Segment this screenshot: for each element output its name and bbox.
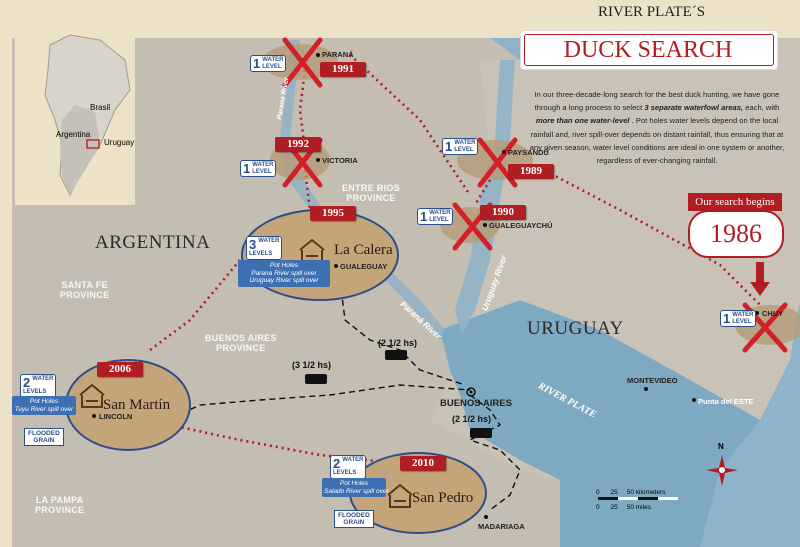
province-santa-fe: SANTA FE PROVINCE bbox=[60, 280, 110, 300]
city-victoria: VICTORIA bbox=[322, 156, 358, 165]
badge-number: 1 bbox=[253, 56, 261, 71]
lodge-la-calera-name: La Calera bbox=[334, 242, 393, 258]
scale-km-25: 25 bbox=[610, 489, 618, 496]
arrow-down-icon bbox=[750, 282, 770, 296]
year-2006: 2006 bbox=[97, 362, 143, 377]
uruguay-river bbox=[455, 60, 515, 335]
lodge-san-martin-name: San Martín bbox=[103, 397, 171, 413]
intro-part-3: . Pot holes water levels depend on the l… bbox=[529, 116, 785, 166]
intro-text: In our three-decade-long search for the … bbox=[528, 88, 786, 167]
la-calera-levels-label: WATER LEVELS bbox=[249, 238, 280, 257]
travel-time-la-calera: (2 1/2 hs) bbox=[378, 338, 418, 348]
city-gualeguaychu: GUALEGUAYCHÚ bbox=[489, 221, 553, 230]
san-martin-levels-label: WATER LEVELS bbox=[23, 376, 54, 395]
city-punta-del-este: Punta del ESTE bbox=[698, 397, 754, 406]
la-calera-detail: Pot Holes Parana River spill over Urugua… bbox=[238, 260, 330, 287]
intro-emphasis-1: 3 separate waterfowl areas, bbox=[644, 103, 744, 113]
badge-label: WATER LEVEL bbox=[252, 162, 274, 175]
city-dots bbox=[92, 53, 759, 519]
city-lincoln: LINCOLN bbox=[99, 412, 133, 421]
inset-label-brasil: Brasil bbox=[90, 103, 111, 112]
province-la-pampa: LA PAMPA PROVINCE bbox=[35, 495, 85, 515]
intro-part-2: each, with bbox=[743, 103, 780, 113]
city-parana: PARANÁ bbox=[322, 50, 354, 59]
scale-km-50: 50 kilometers bbox=[626, 489, 666, 496]
badge-label: WATER LEVEL bbox=[732, 312, 754, 325]
inset-label-argentina: Argentina bbox=[56, 130, 91, 139]
route-san-martin bbox=[144, 384, 471, 431]
year-1990: 1990 bbox=[480, 205, 526, 220]
scale-mi-0: 0 bbox=[596, 504, 600, 511]
san-pedro-levels-label: WATER LEVELS bbox=[333, 457, 364, 476]
year-1992: 1992 bbox=[275, 137, 321, 152]
year-1991: 1991 bbox=[320, 62, 366, 77]
title-box bbox=[520, 30, 778, 70]
year-2010: 2010 bbox=[400, 456, 446, 471]
badge-number: 1 bbox=[445, 139, 453, 154]
city-madariaga: MADARIAGA bbox=[478, 522, 525, 531]
badge-number: 1 bbox=[723, 311, 731, 326]
province-buenos-aires: BUENOS AIRES PROVINCE bbox=[205, 333, 277, 353]
province-entre-rios: ENTRE RIOS PROVINCE bbox=[342, 183, 401, 203]
badge-number: 1 bbox=[420, 209, 428, 224]
compass-icon bbox=[706, 455, 738, 486]
country-argentina: ARGENTINA bbox=[95, 232, 211, 253]
car-icons bbox=[305, 350, 492, 438]
inset-map bbox=[15, 15, 135, 205]
la-calera-levels: 3 bbox=[249, 237, 257, 252]
page-title: DUCK SEARCH bbox=[563, 37, 733, 63]
search-begins-label: Our search begins bbox=[688, 193, 782, 211]
scale-mi-25: 25 bbox=[610, 504, 618, 511]
country-uruguay: URUGUAY bbox=[527, 318, 624, 339]
lodge-icons bbox=[79, 238, 413, 508]
year-1995: 1995 bbox=[310, 206, 356, 221]
city-chuy: CHUY bbox=[762, 309, 784, 318]
city-gualeguay: GUALEGUAY bbox=[340, 262, 388, 271]
lodge-san-pedro-name: San Pedro bbox=[412, 490, 474, 506]
search-begins-year: 1986 bbox=[688, 210, 784, 258]
san-martin-detail: Pot Holes Tuyu River spill over bbox=[12, 396, 76, 415]
river-plate-water bbox=[440, 300, 800, 547]
badge-label: WATER LEVEL bbox=[262, 57, 284, 70]
inset-label-uruguay: Uruguay bbox=[104, 138, 135, 147]
city-paysandu: PAYSANDÚ bbox=[508, 148, 549, 157]
scale-km-0: 0 bbox=[596, 489, 600, 496]
route-la-calera bbox=[339, 279, 466, 386]
route-san-pedro bbox=[468, 394, 521, 511]
travel-time-san-martin: (3 1/2 hs) bbox=[292, 360, 332, 370]
san-pedro-detail: Pot Holes Salado River spill over bbox=[322, 478, 389, 497]
scale-km: 0 25 50 kilometers bbox=[596, 489, 696, 496]
san-martin-flooded-grain: FLOODED GRAIN bbox=[24, 428, 64, 446]
scale-mi: 0 25 50 miles bbox=[596, 504, 696, 511]
brand-title: RIVER PLATE´S bbox=[598, 4, 706, 20]
san-pedro-levels: 2 bbox=[333, 456, 341, 471]
san-pedro-flooded-grain: FLOODED GRAIN bbox=[334, 510, 374, 528]
badge-label: WATER LEVEL bbox=[454, 140, 476, 153]
san-martin-levels: 2 bbox=[23, 375, 31, 390]
city-montevideo: MONTEVIDEO bbox=[627, 376, 678, 385]
intro-emphasis-2: more than one water-level bbox=[535, 116, 630, 126]
badge-number: 1 bbox=[243, 161, 251, 176]
intro-part-1: In our three-decade-long search for the … bbox=[534, 90, 780, 113]
travel-time-san-pedro: (2 1/2 hs) bbox=[452, 414, 492, 424]
scale-mi-50: 50 miles bbox=[626, 504, 651, 511]
title-frame bbox=[524, 34, 774, 66]
scale-bar bbox=[598, 497, 678, 500]
year-1989: 1989 bbox=[508, 164, 554, 179]
city-buenos-aires: BUENOS AIRES bbox=[440, 398, 512, 409]
badge-label: WATER LEVEL bbox=[429, 210, 451, 223]
compass-north: N bbox=[718, 442, 724, 451]
